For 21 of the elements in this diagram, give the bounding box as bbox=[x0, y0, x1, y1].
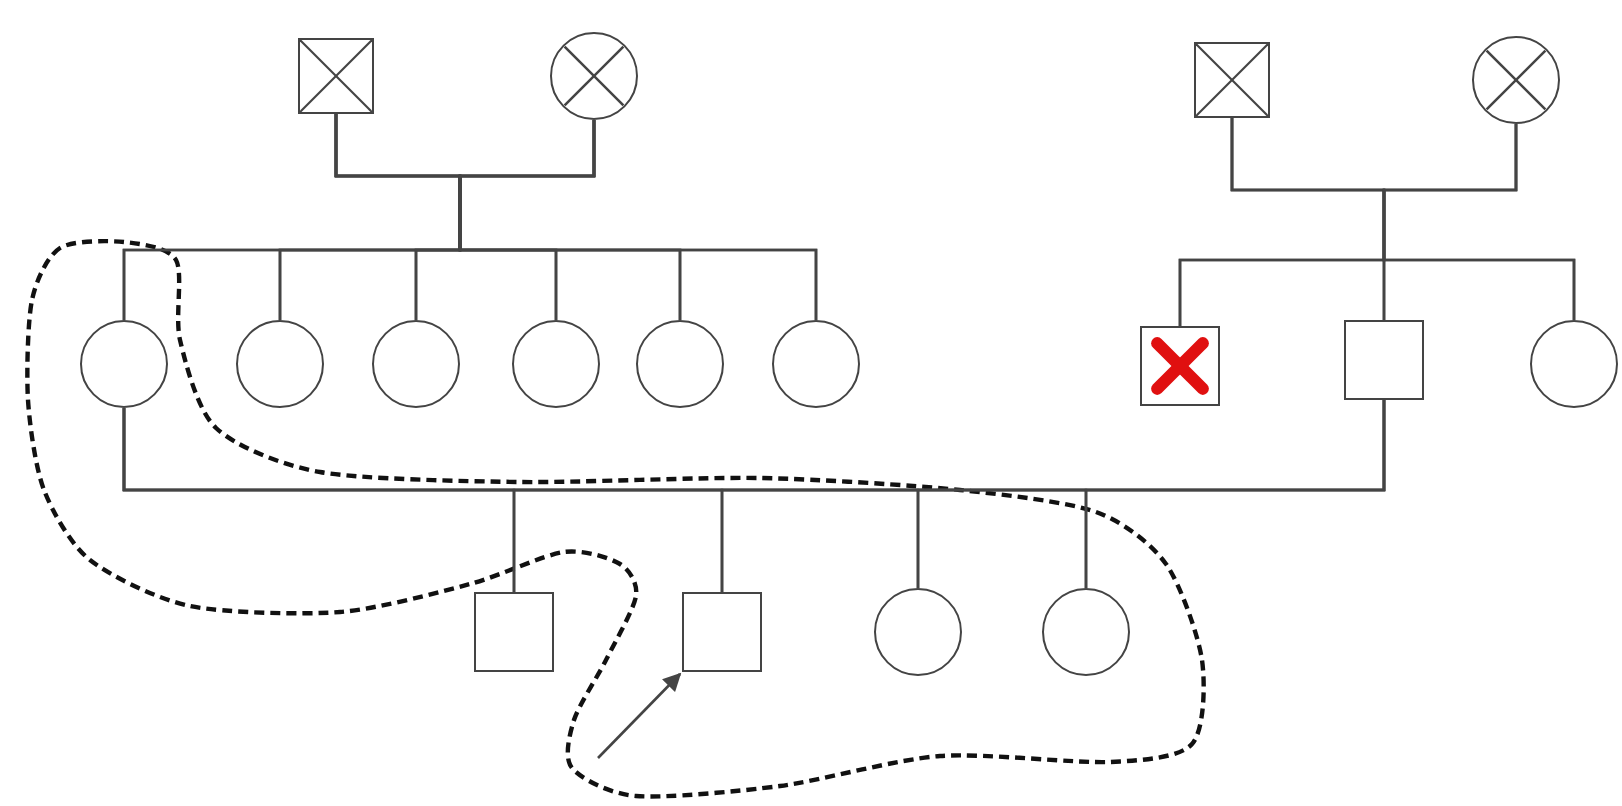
pedigree-line bbox=[1084, 400, 1386, 588]
crossed-female-circle bbox=[1472, 36, 1560, 124]
female-circle bbox=[236, 320, 324, 408]
crossed-male-square bbox=[298, 38, 374, 114]
marked-male-square bbox=[1140, 326, 1220, 406]
pedigree-line bbox=[1382, 124, 1576, 320]
crossed-female-circle bbox=[550, 32, 638, 120]
female-circle bbox=[512, 320, 600, 408]
female-circle bbox=[636, 320, 724, 408]
crossed-male-square bbox=[1194, 42, 1270, 118]
female-circle bbox=[874, 588, 962, 676]
male-square bbox=[1344, 320, 1424, 400]
male-square bbox=[682, 592, 762, 672]
female-circle bbox=[1042, 588, 1130, 676]
female-circle bbox=[772, 320, 860, 408]
female-circle bbox=[80, 320, 168, 408]
pedigree-line bbox=[458, 120, 818, 320]
female-circle bbox=[372, 320, 460, 408]
male-square bbox=[474, 592, 554, 672]
proband-arrow bbox=[597, 672, 682, 759]
female-circle bbox=[1530, 320, 1618, 408]
